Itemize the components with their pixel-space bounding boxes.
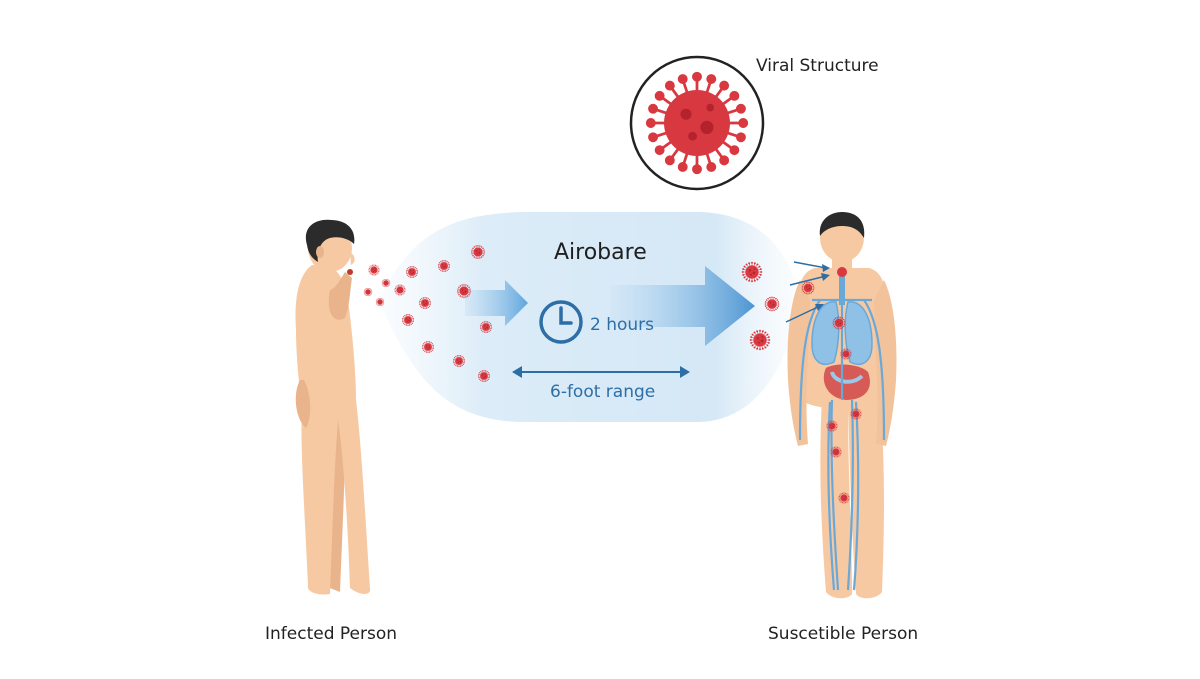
viral-structure-label: Viral Structure — [756, 56, 879, 76]
clock-icon — [539, 300, 583, 344]
flow-arrow-small — [465, 280, 528, 326]
duration-label: 2 hours — [590, 315, 655, 335]
virus-icon — [368, 264, 380, 276]
double-arrow-icon — [512, 366, 690, 378]
flow-arrow-large — [610, 266, 755, 346]
virus-icon — [363, 287, 373, 297]
aerosol-cloud — [378, 212, 800, 422]
infected-person-figure — [295, 219, 371, 595]
airborne-label: Airobare — [554, 240, 647, 265]
susceptible-person-label: Suscetible Person — [768, 624, 919, 644]
range-label: 6-foot range — [550, 382, 656, 402]
inhalation-arrows — [785, 261, 830, 323]
susceptible-person-figure — [787, 212, 897, 599]
viral-structure-diagram — [629, 55, 765, 191]
infected-person-label: Infected Person — [265, 624, 398, 644]
